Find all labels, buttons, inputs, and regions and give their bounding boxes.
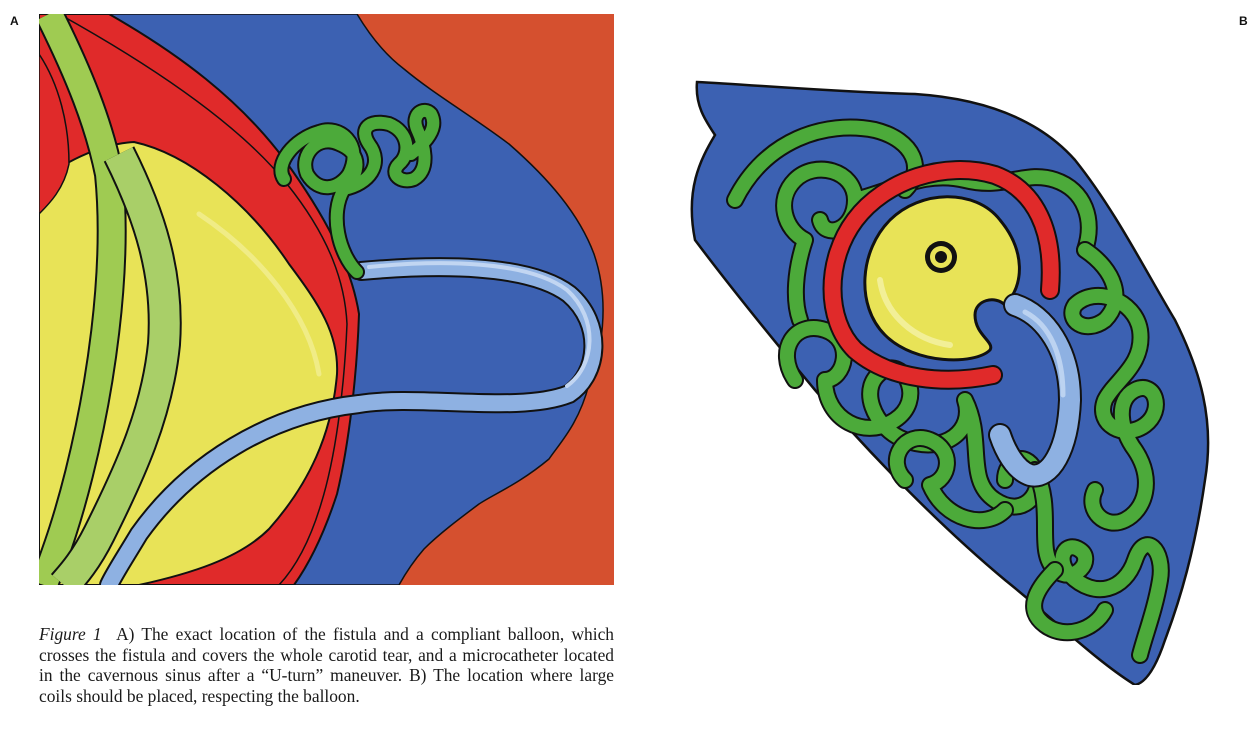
fistula-balloon-illustration — [39, 14, 614, 585]
figure-caption: Figure 1 A) The exact location of the fi… — [39, 624, 614, 706]
lumen-dot — [935, 251, 947, 263]
panel-b-letter: B — [1239, 14, 1248, 28]
caption-text: A) The exact location of the fistula and… — [39, 624, 614, 706]
caption-label: Figure 1 — [39, 624, 102, 644]
panel-a-letter: A — [10, 14, 19, 28]
cavernous-sinus-coils-illustration — [675, 80, 1225, 685]
